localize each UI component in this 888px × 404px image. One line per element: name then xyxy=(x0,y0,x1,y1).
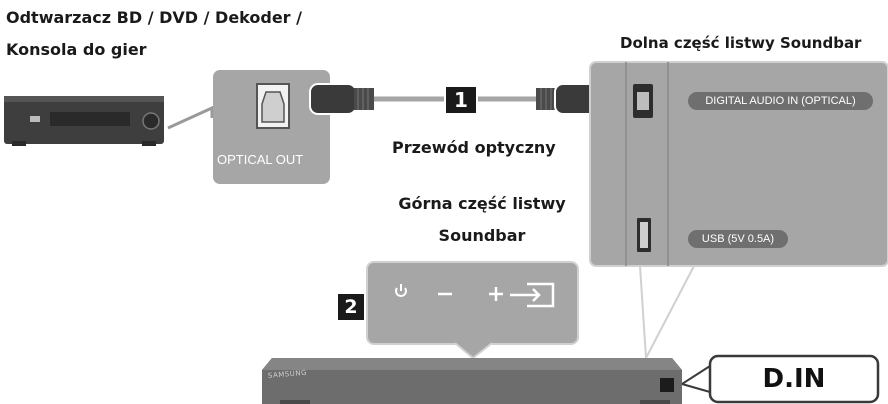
cable-label: Przewód optyczny xyxy=(392,138,556,157)
usb-port-label: USB (5V 0.5A) xyxy=(701,233,775,245)
display-callout xyxy=(681,354,880,404)
bd-player-icon xyxy=(4,96,164,146)
step-badge-1-bg xyxy=(444,85,478,115)
soundbar-top-panel xyxy=(366,261,579,360)
optical-out-label: OPTICAL OUT xyxy=(217,152,304,167)
display-text: D.IN xyxy=(762,364,826,394)
power-icon xyxy=(395,284,407,297)
soundbar-bottom-title: Dolna część listwy Soundbar xyxy=(620,34,862,52)
optical-port-label: DIGITAL AUDIO IN (OPTICAL) xyxy=(705,95,856,107)
source-icon xyxy=(510,282,555,308)
source-device-line1: Odtwarzacz BD / DVD / Dekoder / xyxy=(6,8,302,27)
optical-out-panel xyxy=(213,70,330,184)
step-badge-1: 1 xyxy=(454,88,468,112)
volume-up-icon xyxy=(489,287,503,301)
soundbar-bottom-panel xyxy=(589,61,888,267)
soundbar-top-line2: Soundbar xyxy=(438,226,526,245)
soundbar-top-line1: Górna część listwy xyxy=(398,194,566,213)
step-badge-2: 2 xyxy=(344,296,358,318)
soundbar-body xyxy=(262,358,682,404)
source-device-line2: Konsola do gier xyxy=(6,40,147,59)
step-badge-2-bg xyxy=(338,294,364,320)
